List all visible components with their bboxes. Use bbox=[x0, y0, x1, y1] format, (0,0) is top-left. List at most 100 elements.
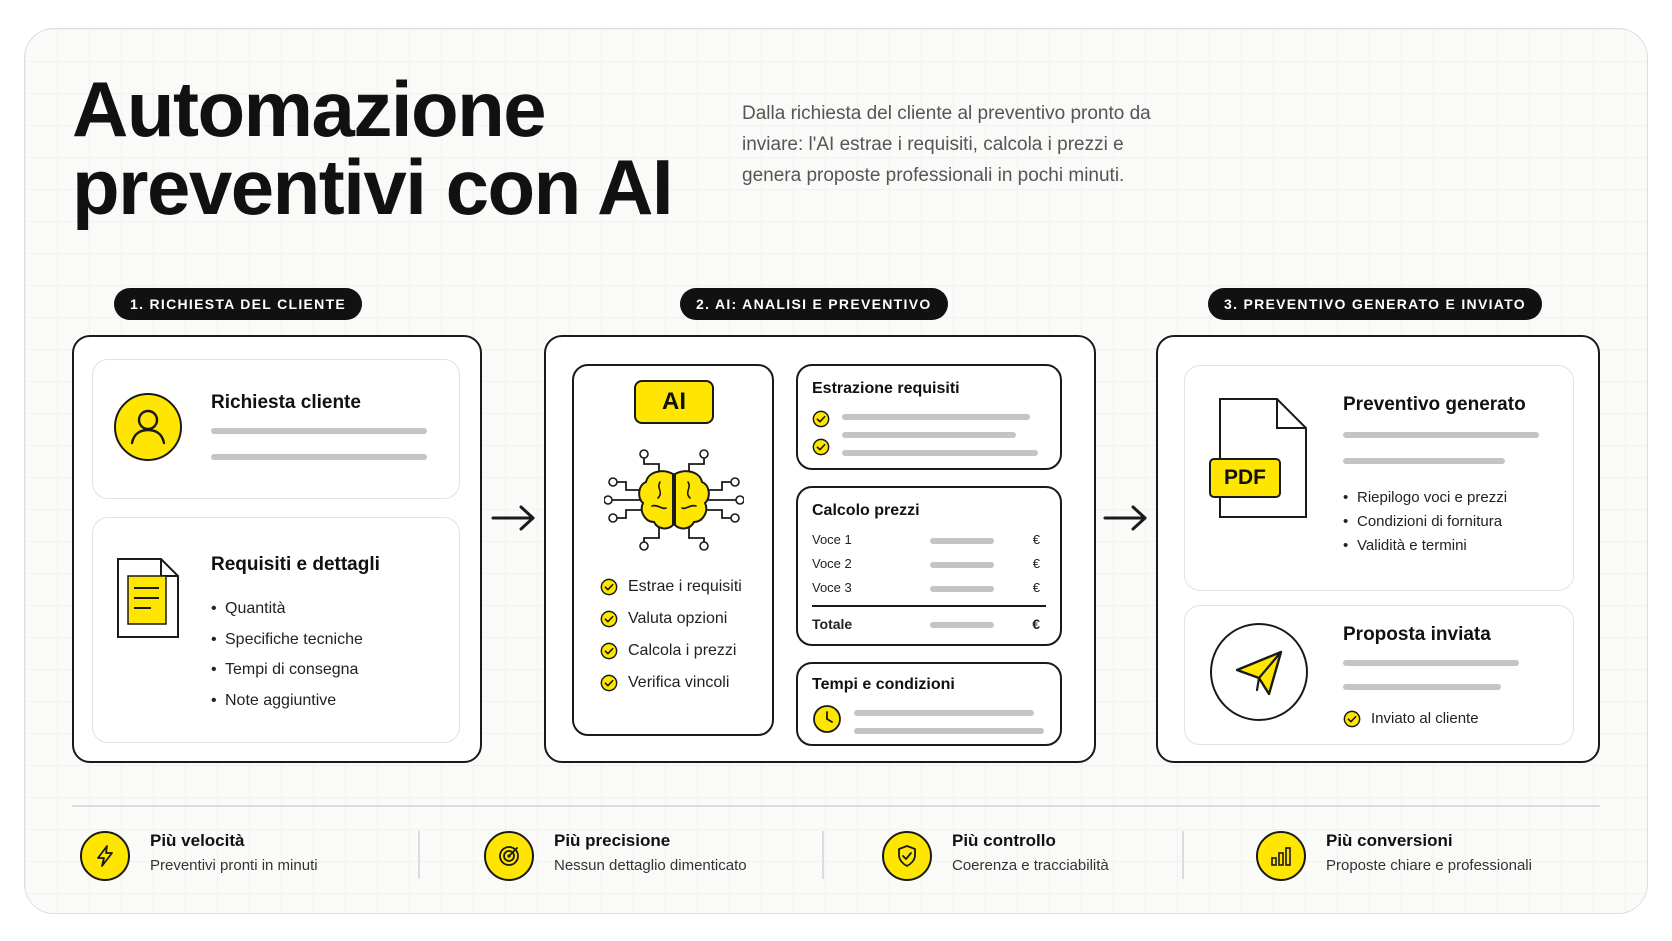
placeholder-line bbox=[1343, 684, 1501, 690]
currency-symbol: € bbox=[1032, 580, 1040, 595]
requirement-item: Note aggiuntive bbox=[211, 686, 363, 717]
total-row: Totale € bbox=[812, 616, 1046, 634]
ai-capabilities-list: Estrae i requisiti Valuta opzioni Calcol… bbox=[600, 576, 742, 704]
placeholder-line bbox=[1343, 660, 1519, 666]
sent-title: Proposta inviata bbox=[1343, 624, 1491, 645]
placeholder-line bbox=[930, 622, 994, 628]
price-row: Voce 2 € bbox=[812, 556, 1046, 574]
check-circle-icon bbox=[812, 438, 830, 456]
title-line-2: preventivi con AI bbox=[72, 143, 674, 231]
placeholder-line bbox=[211, 428, 427, 434]
clock-icon bbox=[813, 705, 841, 733]
check-circle-icon bbox=[600, 610, 618, 628]
placeholder-line bbox=[930, 562, 994, 568]
benefit-desc: Proposte chiare e professionali bbox=[1326, 857, 1532, 874]
placeholder-line bbox=[1343, 458, 1505, 464]
request-title: Richiesta cliente bbox=[211, 392, 361, 413]
check-circle-icon bbox=[600, 674, 618, 692]
sent-proposal-card: Proposta inviata Inviato al cliente bbox=[1184, 605, 1574, 745]
generated-title: Preventivo generato bbox=[1343, 394, 1526, 415]
benefit-separator bbox=[418, 831, 420, 879]
check-circle-icon bbox=[600, 578, 618, 596]
benefit-title: Più precisione bbox=[554, 831, 671, 850]
placeholder-line bbox=[842, 414, 1030, 420]
pricing-title: Calcolo prezzi bbox=[812, 502, 920, 519]
placeholder-line bbox=[930, 586, 994, 592]
step-3-badge: 3. PREVENTIVO GENERATO E INVIATO bbox=[1208, 288, 1542, 320]
capability-item: Calcola i prezzi bbox=[600, 640, 742, 672]
benefit-title: Più controllo bbox=[952, 831, 1056, 850]
shield-check-icon bbox=[882, 831, 932, 881]
benefit-separator bbox=[1182, 831, 1184, 879]
quote-content-item: Riepilogo voci e prezzi bbox=[1343, 486, 1507, 510]
total-divider bbox=[812, 605, 1046, 607]
document-icon bbox=[117, 558, 179, 638]
title-line-1: Automazione bbox=[72, 65, 547, 153]
section-divider bbox=[72, 805, 1600, 807]
placeholder-line bbox=[211, 454, 427, 460]
placeholder-line bbox=[854, 710, 1034, 716]
currency-symbol: € bbox=[1032, 556, 1040, 571]
step-2-badge: 2. AI: ANALISI E PREVENTIVO bbox=[680, 288, 948, 320]
placeholder-line bbox=[930, 538, 994, 544]
paper-plane-icon bbox=[1210, 623, 1308, 721]
sent-status: Inviato al cliente bbox=[1371, 710, 1479, 727]
quote-content-item: Validità e termini bbox=[1343, 534, 1507, 558]
requirements-card: Requisiti e dettagli Quantità Specifiche… bbox=[92, 517, 460, 743]
total-label: Totale bbox=[812, 616, 853, 632]
price-row-label: Voce 2 bbox=[812, 556, 852, 571]
requirement-item: Quantità bbox=[211, 594, 363, 625]
page-subtitle: Dalla richiesta del cliente al preventiv… bbox=[742, 103, 1151, 186]
check-circle-icon bbox=[812, 410, 830, 428]
pricing-card: Calcolo prezzi Voce 1 € Voce 2 € Voce 3 … bbox=[796, 486, 1062, 646]
bar-chart-icon bbox=[1256, 831, 1306, 881]
placeholder-line bbox=[1343, 432, 1539, 438]
requirements-title: Requisiti e dettagli bbox=[211, 554, 380, 575]
benefit-desc: Coerenza e tracciabilità bbox=[952, 857, 1109, 874]
target-icon bbox=[484, 831, 534, 881]
step-1-panel: Richiesta cliente Requisiti e dettagli Q… bbox=[72, 335, 482, 763]
placeholder-line bbox=[842, 432, 1016, 438]
currency-symbol: € bbox=[1032, 532, 1040, 547]
benefit-title: Più velocità bbox=[150, 831, 245, 850]
page-title: Automazione preventivi con AI bbox=[72, 65, 674, 231]
requirements-list: Quantità Specifiche tecniche Tempi di co… bbox=[211, 594, 363, 716]
check-circle-icon bbox=[600, 642, 618, 660]
capability-item: Estrae i requisiti bbox=[600, 576, 742, 608]
arrow-right-icon bbox=[491, 505, 535, 531]
lightning-icon bbox=[80, 831, 130, 881]
price-row-label: Voce 1 bbox=[812, 532, 852, 547]
capability-item: Valuta opzioni bbox=[600, 608, 742, 640]
benefit-desc: Preventivi pronti in minuti bbox=[150, 857, 318, 874]
arrow-right-icon bbox=[1103, 505, 1147, 531]
price-row-label: Voce 3 bbox=[812, 580, 852, 595]
user-icon bbox=[114, 393, 182, 461]
price-row: Voce 3 € bbox=[812, 580, 1046, 598]
generated-quote-card: PDF Preventivo generato Riepilogo voci e… bbox=[1184, 365, 1574, 591]
price-row: Voce 1 € bbox=[812, 532, 1046, 550]
capability-item: Verifica vincoli bbox=[600, 672, 742, 704]
ai-badge: AI bbox=[634, 380, 714, 424]
pdf-label: PDF bbox=[1209, 458, 1281, 498]
benefit-title: Più conversioni bbox=[1326, 831, 1453, 850]
terms-title: Tempi e condizioni bbox=[812, 676, 955, 693]
pdf-document: PDF bbox=[1209, 396, 1309, 526]
placeholder-line bbox=[854, 728, 1044, 734]
step-3-panel: PDF Preventivo generato Riepilogo voci e… bbox=[1156, 335, 1600, 763]
extraction-title: Estrazione requisiti bbox=[812, 380, 960, 397]
step-1-badge: 1. RICHIESTA DEL CLIENTE bbox=[114, 288, 363, 320]
extraction-card: Estrazione requisiti bbox=[796, 364, 1062, 470]
benefit-separator bbox=[822, 831, 824, 879]
brain-circuit-icon bbox=[604, 449, 744, 551]
ai-engine-card: AI bbox=[572, 364, 774, 736]
request-card: Richiesta cliente bbox=[92, 359, 460, 499]
requirement-item: Tempi di consegna bbox=[211, 655, 363, 686]
step-2-panel: AI bbox=[544, 335, 1096, 763]
placeholder-line bbox=[842, 450, 1038, 456]
currency-symbol: € bbox=[1032, 616, 1040, 632]
benefit-desc: Nessun dettaglio dimenticato bbox=[554, 857, 747, 874]
quote-contents-list: Riepilogo voci e prezzi Condizioni di fo… bbox=[1343, 486, 1507, 558]
terms-card: Tempi e condizioni bbox=[796, 662, 1062, 746]
quote-content-item: Condizioni di fornitura bbox=[1343, 510, 1507, 534]
check-circle-icon bbox=[1343, 710, 1361, 728]
